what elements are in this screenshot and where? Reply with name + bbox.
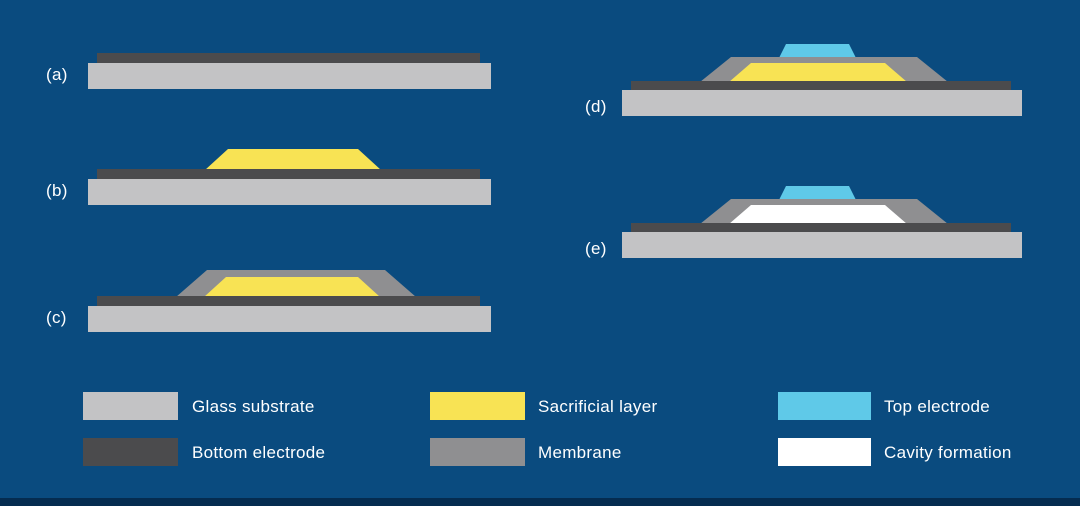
bottom-border-strip [0,498,1080,506]
panel-b-label: (b) [46,181,68,200]
glass-substrate-layer [88,306,491,332]
legend-label-bottom-electrode: Bottom electrode [192,443,326,462]
sacrificial-layer [205,149,381,170]
glass-substrate-layer [88,63,491,89]
legend-swatch-cavity-formation [778,438,871,466]
bottom-electrode-layer [97,53,480,63]
bottom-electrode-layer [631,223,1011,233]
legend-swatch-membrane [430,438,525,466]
panel-e-label: (e) [585,239,607,258]
legend-label-sacrificial-layer: Sacrificial layer [538,397,658,416]
sacrificial-layer [204,277,380,297]
glass-substrate-layer [88,179,491,205]
panel-d-label: (d) [585,97,607,116]
bottom-electrode-layer [631,81,1011,91]
legend-label-membrane: Membrane [538,443,622,462]
legend-swatch-glass-substrate [83,392,178,420]
bottom-electrode-layer [97,296,480,306]
legend-swatch-top-electrode [778,392,871,420]
legend-swatch-sacrificial-layer [430,392,525,420]
panel-a-label: (a) [46,65,68,84]
top-electrode-layer [779,186,856,200]
legend-label-top-electrode: Top electrode [884,397,990,416]
cavity-formation-layer [729,205,907,224]
panel-c-label: (c) [46,308,67,327]
legend-swatch-bottom-electrode [83,438,178,466]
glass-substrate-layer [622,90,1022,116]
legend-label-cavity-formation: Cavity formation [884,443,1012,462]
glass-substrate-layer [622,232,1022,258]
top-electrode-layer [779,44,856,58]
legend-label-glass-substrate: Glass substrate [192,397,315,416]
bottom-electrode-layer [97,169,480,179]
sacrificial-layer [729,63,907,82]
